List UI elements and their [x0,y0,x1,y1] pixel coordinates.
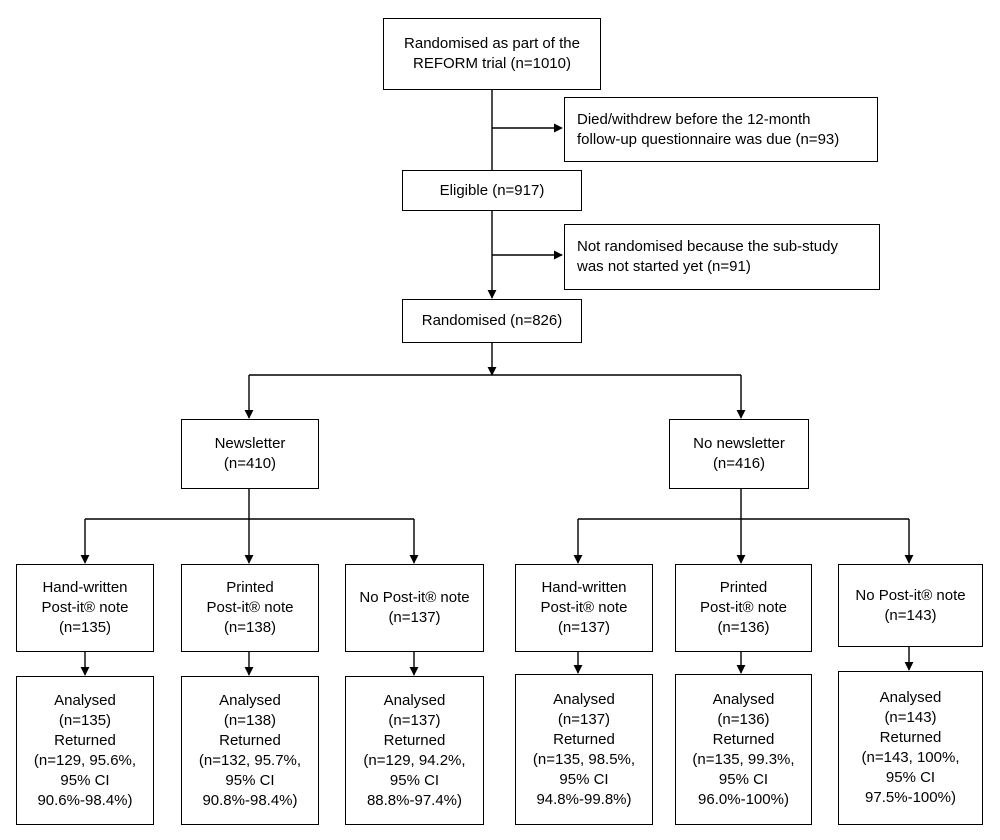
nn-handwritten-analysed-text: Analysed(n=137)Returned(n=135, 98.5%,95%… [532,690,636,808]
nn-printed-analysed-box: Analysed(n=136)Returned(n=135, 99.3%,95%… [675,674,812,825]
nl-handwritten-analysed-box: Analysed(n=135)Returned(n=129, 95.6%,95%… [16,676,154,825]
nl-printed-analysed-box: Analysed(n=138)Returned(n=132, 95.7%,95%… [181,676,319,825]
nl-no-postit-box: No Post-it® note(n=137) [345,564,484,652]
nn-printed-analysed-text: Analysed(n=136)Returned(n=135, 99.3%,95%… [692,690,795,808]
nl-no-postit-analysed-box: Analysed(n=137)Returned(n=129, 94.2%,95%… [345,676,484,825]
randomised-826-text: Randomised (n=826) [421,312,563,329]
eligible-box: Eligible (n=917) [402,170,582,211]
newsletter-box: Newsletter(n=410) [181,419,319,489]
nn-no-postit-text: No Post-it® note(n=143) [855,586,966,624]
no-newsletter-text: No newsletter(n=416) [693,435,785,472]
nl-no-postit-text: No Post-it® note(n=137) [359,589,470,626]
nn-no-postit-analysed-text: Analysed(n=143)Returned(n=143, 100%,95% … [861,689,960,806]
eligible-text: Eligible (n=917) [439,181,545,199]
randomised-826-box: Randomised (n=826) [402,299,582,343]
nl-printed-analysed-text: Analysed(n=138)Returned(n=132, 95.7%,95%… [198,691,302,809]
nn-no-postit-box: No Post-it® note(n=143) [838,564,983,647]
nn-handwritten-analysed-box: Analysed(n=137)Returned(n=135, 98.5%,95%… [515,674,653,825]
nl-handwritten-analysed-text: Analysed(n=135)Returned(n=129, 95.6%,95%… [33,691,137,809]
nl-no-postit-analysed-text: Analysed(n=137)Returned(n=129, 94.2%,95%… [363,691,466,809]
newsletter-text: Newsletter(n=410) [214,435,286,472]
no-newsletter-box: No newsletter(n=416) [669,419,809,489]
nn-no-postit-analysed-box: Analysed(n=143)Returned(n=143, 100%,95% … [838,671,983,825]
